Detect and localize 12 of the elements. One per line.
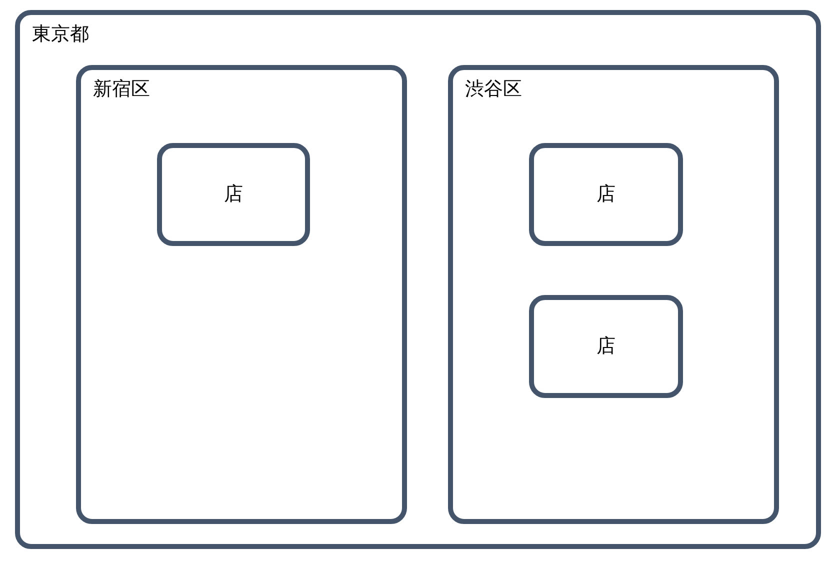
area-box [448,65,779,524]
store-label: 店 [596,182,616,207]
area-label: 東京都 [32,25,89,44]
area-label: 新宿区 [93,80,150,99]
store-box [529,295,683,398]
store-box [157,143,310,246]
area-label: 渋谷区 [465,80,522,99]
store-label: 店 [223,182,244,207]
store-label: 店 [596,334,616,359]
area-box [15,10,821,549]
area-box [76,65,407,524]
store-box [529,143,683,246]
